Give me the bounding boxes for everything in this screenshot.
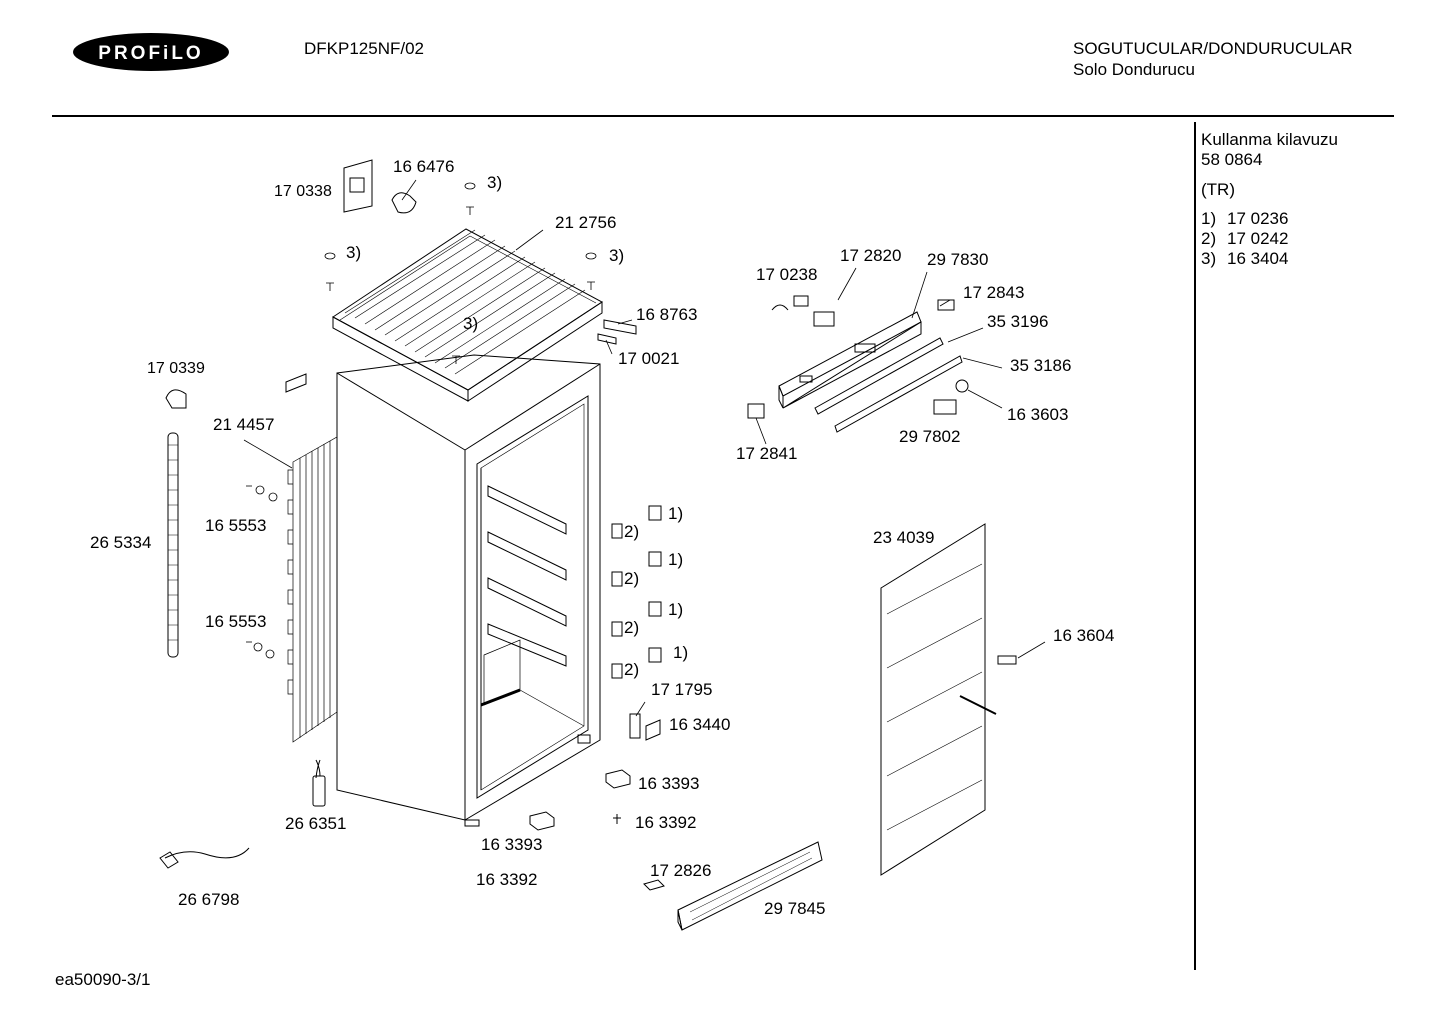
top-cover-plate (332, 228, 603, 402)
part-label: 17 2826 (650, 861, 712, 880)
thermostat-bracket (343, 159, 373, 213)
footnote-ref: 3) (463, 314, 479, 333)
footnote-ref: 3) (346, 243, 362, 262)
thermostat-knob (391, 192, 417, 214)
kick-plate (677, 841, 823, 931)
part-label: 21 4457 (213, 415, 275, 434)
part-label: 16 5553 (205, 516, 267, 535)
footnote-part: 17 0242 (1227, 229, 1289, 248)
part-label: 29 7802 (899, 427, 961, 446)
footnote-ref: 2) (624, 569, 640, 588)
part-label: 16 6476 (393, 157, 455, 176)
footnote-marker: 3) (1201, 249, 1217, 268)
footnote-marker: 1) (1201, 209, 1217, 228)
brand-logo-shape: PROFiLO (73, 33, 229, 71)
sensor-capillary (312, 759, 326, 807)
part-label: 16 8763 (636, 305, 698, 324)
part-label: 16 3392 (635, 813, 697, 832)
part-label: 26 5334 (90, 533, 152, 552)
part-label: 17 2841 (736, 444, 798, 463)
part-label: 16 3393 (638, 774, 700, 793)
part-label: 23 4039 (873, 528, 935, 547)
language-code: (TR) (1201, 180, 1235, 199)
document-id: ea50090-3/1 (55, 970, 151, 989)
part-label: 17 1795 (651, 680, 713, 699)
control-panel (747, 295, 969, 433)
part-label: 16 3440 (669, 715, 731, 734)
part-label: 17 2820 (840, 246, 902, 265)
cabinet-body (336, 354, 601, 827)
part-label: 17 2843 (963, 283, 1025, 302)
part-label: 35 3196 (987, 312, 1049, 331)
part-label: 17 0338 (274, 183, 332, 200)
footnote-part: 16 3404 (1227, 249, 1289, 268)
footnote-ref: 1) (668, 600, 684, 619)
part-label: 16 3392 (476, 870, 538, 889)
side-divider (1194, 122, 1196, 970)
manual-label: Kullanma kilavuzu (1201, 130, 1339, 149)
part-label: 17 0021 (618, 349, 680, 368)
freezer-shelves (483, 485, 567, 706)
part-label: 29 7845 (764, 899, 826, 918)
door-seal-parts (529, 505, 665, 891)
footnote-ref: 1) (668, 504, 684, 523)
part-label: 26 6798 (178, 890, 240, 909)
brand-logo-text: PROFiLO (98, 43, 203, 64)
part-label: 29 7830 (927, 250, 989, 269)
footnote-part: 17 0236 (1227, 209, 1289, 228)
part-label: 26 6351 (285, 814, 347, 833)
part-label: 17 0339 (147, 360, 205, 377)
header-divider (52, 115, 1394, 117)
brand-logo: PROFiLO (72, 32, 230, 72)
leader-lines (243, 179, 1046, 717)
condenser-coil (287, 436, 338, 743)
part-label: 16 3604 (1053, 626, 1115, 645)
footnote-ref: 2) (624, 522, 640, 541)
footnote-ref: 3) (609, 246, 625, 265)
footnote-ref: 1) (673, 643, 689, 662)
category-title: SOGUTUCULAR/DONDURUCULAR (1073, 39, 1353, 58)
model-number: DFKP125NF/02 (304, 39, 424, 58)
subcategory-title: Solo Dondurucu (1073, 60, 1195, 79)
footnote-ref: 1) (668, 550, 684, 569)
screw-set (246, 485, 278, 659)
screw-cap-group (324, 182, 597, 364)
hinge-parts (165, 319, 637, 409)
power-cord (159, 847, 250, 869)
footnote-ref: 2) (624, 618, 640, 637)
part-label: 17 0238 (756, 265, 818, 284)
part-label: 16 5553 (205, 612, 267, 631)
rear-back-panel (880, 523, 1017, 876)
manual-number: 58 0864 (1201, 150, 1263, 169)
drain-hose (167, 432, 179, 658)
part-label: 16 3393 (481, 835, 543, 854)
footnote-ref: 2) (624, 660, 640, 679)
footnote-marker: 2) (1201, 229, 1217, 248)
part-label: 21 2756 (555, 213, 617, 232)
footnote-ref: 3) (487, 173, 503, 192)
part-label: 35 3186 (1010, 356, 1072, 375)
part-label: 16 3603 (1007, 405, 1069, 424)
